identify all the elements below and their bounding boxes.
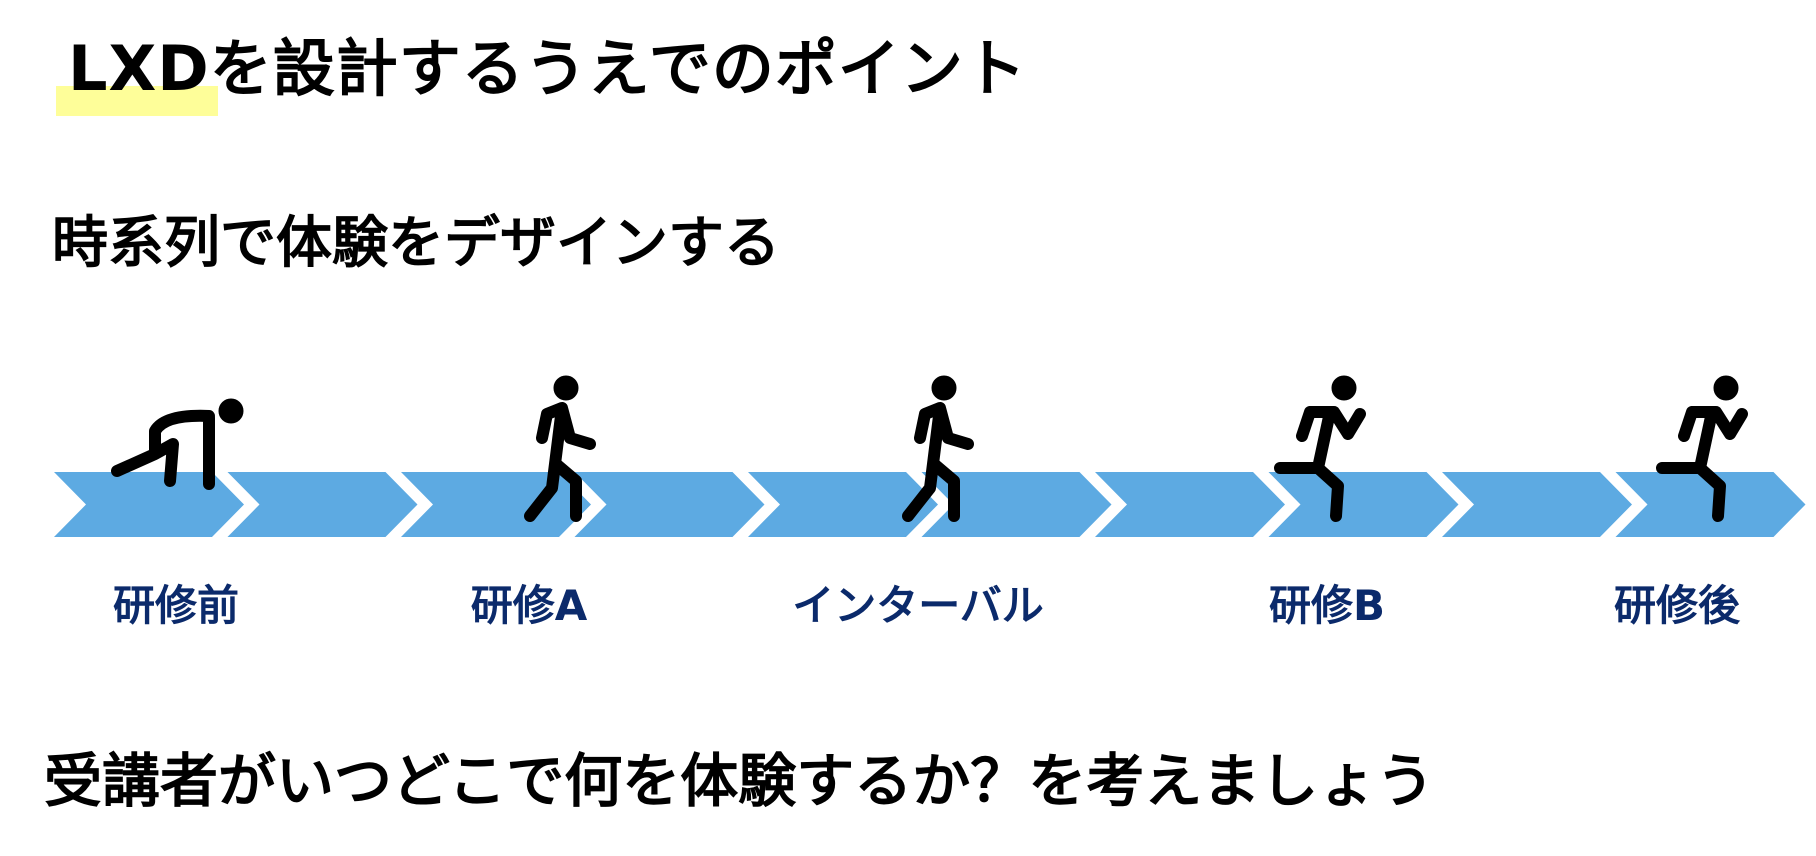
chevron-arrow — [227, 472, 418, 537]
stage-label: 研修B — [1268, 581, 1386, 630]
chevron-arrow — [1095, 472, 1285, 537]
page-title: LXDを設計するうえでのポイント — [68, 32, 1027, 105]
stage-label: インターバル — [792, 581, 1044, 630]
stage-label: 研修A — [470, 581, 588, 630]
chevron-arrow — [1268, 472, 1459, 537]
walking-person-icon — [902, 375, 974, 522]
chevron-arrow — [54, 472, 244, 537]
stage-label: 研修後 — [1613, 581, 1741, 630]
chevron-arrow — [1615, 472, 1806, 537]
crouching-start-icon — [111, 398, 244, 490]
title-highlight — [56, 86, 218, 116]
running-person-icon — [1656, 375, 1748, 522]
chevron-arrow — [574, 472, 765, 537]
stage-label: 研修前 — [112, 581, 240, 630]
chevron-arrow — [748, 472, 938, 537]
subtitle: 時系列で体験をデザインする — [52, 211, 780, 276]
running-person-icon — [1274, 375, 1366, 522]
chevron-arrow — [921, 472, 1112, 537]
bottom-message: 受講者がいつどこで何を体験するか？を考えましょう — [44, 747, 1435, 815]
chevron-arrow — [401, 472, 591, 537]
walking-person-icon — [524, 375, 596, 522]
chevron-arrow — [1442, 472, 1632, 537]
